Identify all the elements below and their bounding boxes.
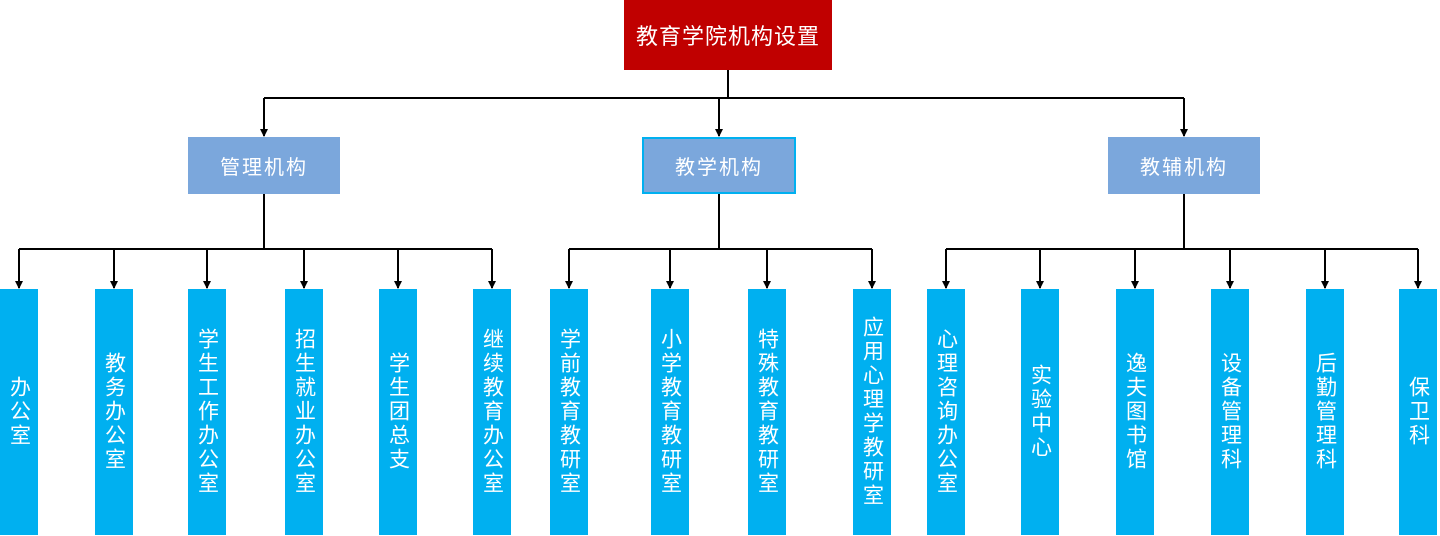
leaf-node: 应用心理学教研室 bbox=[853, 289, 891, 535]
leaf-node: 办公室 bbox=[0, 289, 38, 535]
leaf-node: 逸夫图书馆 bbox=[1116, 289, 1154, 535]
leaf-node: 小学教育教研室 bbox=[651, 289, 689, 535]
leaf-node: 学生团总支 bbox=[379, 289, 417, 535]
leaf-node: 教务办公室 bbox=[95, 289, 133, 535]
root-node: 教育学院机构设置 bbox=[624, 0, 832, 70]
category-node-teaching: 教学机构 bbox=[642, 137, 796, 194]
leaf-node: 学生工作办公室 bbox=[188, 289, 226, 535]
leaf-node: 特殊教育教研室 bbox=[748, 289, 786, 535]
leaf-node: 后勤管理科 bbox=[1306, 289, 1344, 535]
leaf-node: 心理咨询办公室 bbox=[927, 289, 965, 535]
leaf-node: 保卫科 bbox=[1399, 289, 1437, 535]
leaf-node: 设备管理科 bbox=[1211, 289, 1249, 535]
category-node-support: 教辅机构 bbox=[1108, 137, 1260, 194]
leaf-node: 继续教育办公室 bbox=[473, 289, 511, 535]
leaf-node: 实验中心 bbox=[1021, 289, 1059, 535]
category-node-management: 管理机构 bbox=[188, 137, 340, 194]
leaf-node: 学前教育教研室 bbox=[550, 289, 588, 535]
leaf-node: 招生就业办公室 bbox=[285, 289, 323, 535]
